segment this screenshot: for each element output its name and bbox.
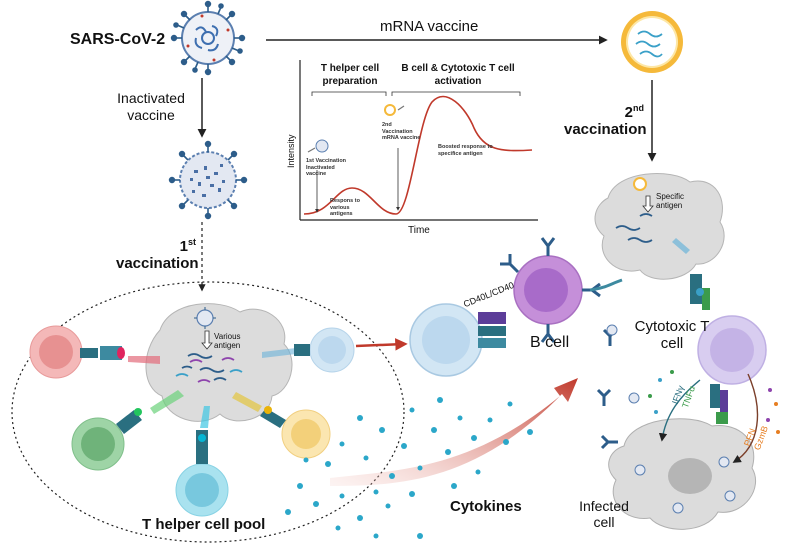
inactivated-virus-icon <box>168 140 248 220</box>
pfn-gzmb-arrow <box>732 373 759 463</box>
apc-cell-various <box>145 303 293 422</box>
label-cytotoxic-t-cell: Cytotoxic T cell <box>634 318 710 352</box>
chart-lnp-marker-2 <box>384 104 405 116</box>
chart-virus-marker-1 <box>307 139 329 153</box>
second-word: vaccination <box>564 121 647 138</box>
cytokine-arrow <box>330 378 578 486</box>
label-various-antigen: Various antigen <box>214 332 241 350</box>
chart-phase1-label: T helper cell preparation <box>320 63 380 87</box>
chart-note-first: 1st Vaccination Inactivated vaccine <box>306 158 347 177</box>
t-helper-cell-yellow <box>260 406 331 459</box>
sars-cov-2-icon <box>170 0 246 76</box>
label-first-vaccination: 1st vaccination <box>116 234 199 272</box>
activated-t-helper-cell <box>409 303 506 377</box>
label-specific-antigen: Specific antigen <box>656 192 685 210</box>
label-t-helper-pool: T helper cell pool <box>142 516 266 533</box>
label-mrna-vaccine: mRNA vaccine <box>380 18 479 35</box>
apc-lnp-icon <box>633 177 647 191</box>
t-helper-cell-green <box>71 408 142 471</box>
intensity-chart <box>299 60 538 221</box>
chart-phase2-bracket <box>391 91 521 96</box>
chart-note-boosted: Boosted response to specifice antigen <box>438 144 493 157</box>
chart-xlabel: Time <box>408 225 430 236</box>
label-infected-cell: Infected cell <box>579 498 629 530</box>
cytokine-dots <box>285 397 533 539</box>
chart-ylabel: Intensity <box>286 134 296 168</box>
first-sup: st <box>187 237 196 247</box>
activation-arrow <box>355 338 408 351</box>
infected-cell <box>608 418 757 530</box>
second-num: 2 <box>624 104 633 121</box>
chart-note-various: Respons to various antigens <box>330 198 360 217</box>
apc-cell-specific <box>594 173 725 280</box>
free-virus-icon-2 <box>606 324 618 336</box>
free-antibodies <box>596 328 618 450</box>
label-second-vaccination: 2nd vaccination <box>564 100 647 138</box>
first-num: 1 <box>179 238 188 255</box>
specific-antigen-arrow <box>642 195 654 213</box>
first-word: vaccination <box>116 255 199 272</box>
second-sup: nd <box>633 103 644 113</box>
chart-phase2-label: B cell & Cytotoxic T cell activation <box>401 63 515 87</box>
t-helper-pool-boundary <box>11 281 405 543</box>
cytotoxic-t-cell <box>690 274 767 424</box>
free-virus-icon <box>628 392 640 404</box>
ifn-tnf-arrow <box>658 379 701 442</box>
chart-response-curve <box>303 95 533 215</box>
t-helper-cell-blue <box>294 327 355 373</box>
chart-note-second: 2nd Vaccination mRNA vaccine <box>382 122 421 141</box>
label-sars-cov-2: SARS-CoV-2 <box>70 31 166 48</box>
label-b-cell: B cell <box>530 334 570 351</box>
t-helper-cell-cyan <box>175 430 229 517</box>
t-helper-cell-red <box>29 325 125 379</box>
label-inactivated-vaccine: Inactivated vaccine <box>117 90 185 123</box>
apc-virus-icon <box>194 307 216 329</box>
granule-dots <box>648 370 780 434</box>
label-cytokines: Cytokines <box>450 498 522 515</box>
b-cell-antibodies <box>500 237 601 343</box>
various-antigen-arrow <box>201 330 213 350</box>
b-cell <box>500 237 601 343</box>
chart-phase1-bracket <box>311 91 387 96</box>
mrna-vaccine-icon <box>621 11 683 73</box>
